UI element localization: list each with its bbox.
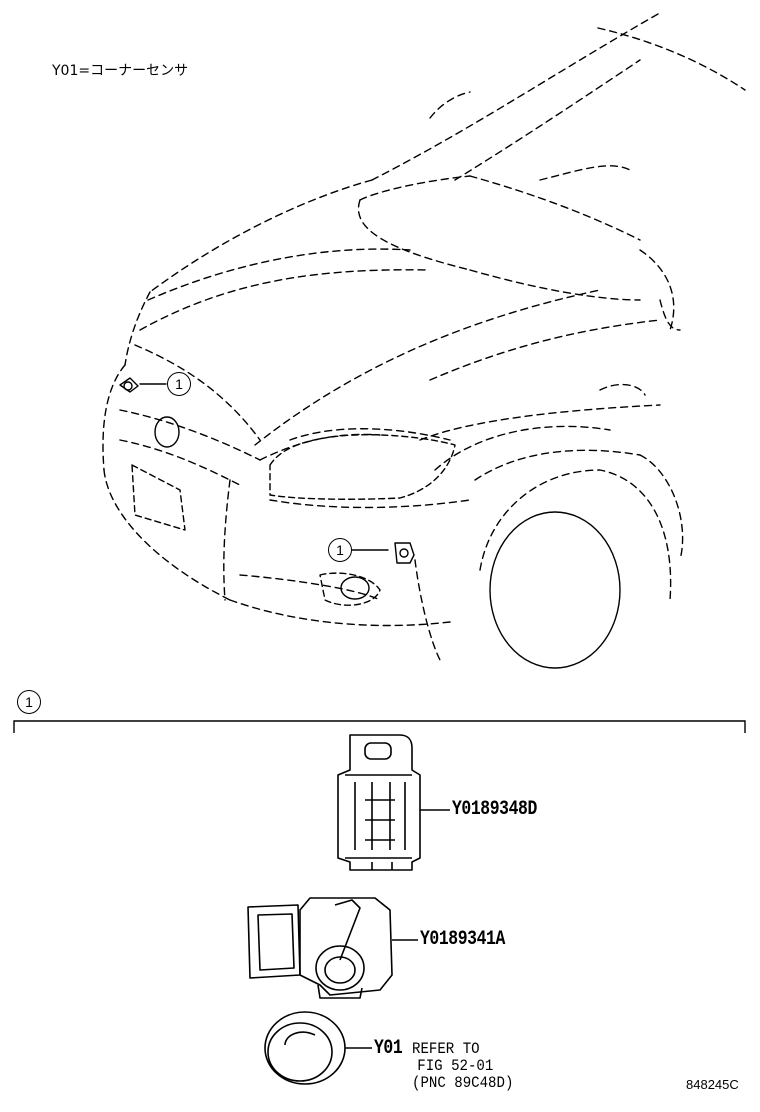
reference-line-3: (PNC 89C48D) (412, 1074, 514, 1092)
reference-line-1: REFER TO (412, 1040, 480, 1058)
reference-line-2: FIG 52-01 (417, 1057, 494, 1075)
callout-lower-number: 1 (336, 542, 344, 558)
callout-upper-number: 1 (175, 376, 183, 392)
callout-group-number: 1 (25, 694, 33, 710)
sensor-cap-drawing (264, 1011, 346, 1085)
reference-note: REFER TO FIG 52-01 (PNC 89C48D) (412, 1041, 513, 1092)
part-number-sensor[interactable]: Y0189341A (420, 928, 505, 951)
callout-group[interactable]: 1 (17, 690, 41, 714)
figure-code: 848245C (686, 1077, 739, 1092)
retainer-bracket-drawing (337, 734, 421, 871)
callout-lower[interactable]: 1 (328, 538, 352, 562)
part-number-retainer[interactable]: Y0189348D (452, 798, 537, 821)
part-number-cap[interactable]: Y01 (374, 1037, 403, 1060)
callout-upper[interactable]: 1 (167, 372, 191, 396)
sensor-body-drawing (247, 897, 393, 999)
legend-text: Y01=コーナーセンサ (52, 63, 189, 79)
